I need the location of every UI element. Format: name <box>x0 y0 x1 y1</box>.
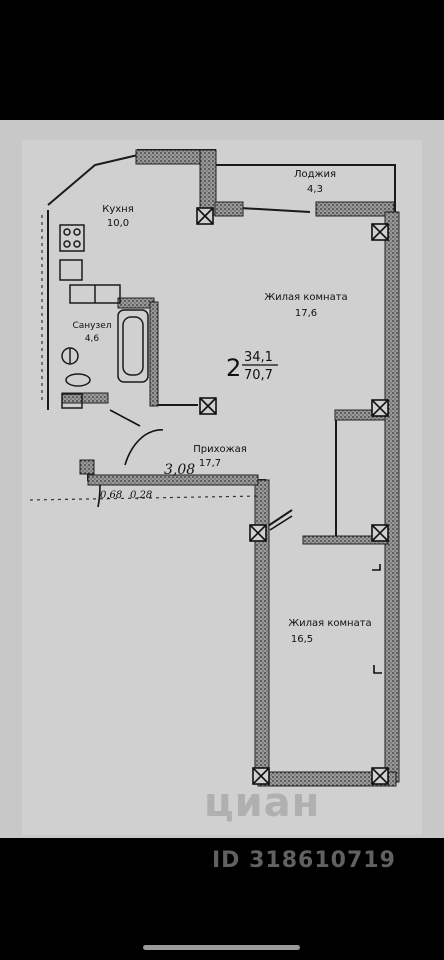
floor-plan-photo: Кухня 10,0 Лоджия 4,3 Жилая комната 17,6… <box>0 120 444 838</box>
kitchen-area: 10,0 <box>107 218 129 229</box>
cian-watermark-logo: циан <box>204 780 321 826</box>
hall-name: Прихожая <box>193 444 247 455</box>
thick-walls <box>61 149 400 787</box>
home-indicator[interactable] <box>143 945 300 950</box>
handwritten-h3: 0,28 <box>130 490 152 501</box>
rooms-count: 2 <box>226 354 241 382</box>
area-summary: 2 34,1 70,7 <box>226 350 278 383</box>
pen-marks <box>97 409 382 674</box>
loggia-name: Лоджия <box>294 169 336 180</box>
living2-area: 16,5 <box>291 634 313 645</box>
top-black-bar <box>0 0 444 120</box>
bottom-black-bar <box>0 838 444 960</box>
kitchen-name: Кухня <box>102 204 134 215</box>
hall-area: 17,7 <box>199 458 221 469</box>
handwritten-h2: 0,68 <box>100 490 122 501</box>
living2-name: Жилая комната <box>288 618 371 629</box>
total-area: 70,7 <box>244 368 273 383</box>
kitchen-fixtures <box>59 224 121 304</box>
loggia-area: 4,3 <box>307 184 323 195</box>
handwritten-h1: 3,08 <box>164 462 195 478</box>
cian-watermark-id: ID 318610719 <box>212 848 396 873</box>
handwritten-notes: 3,08 0,68 0,28 <box>100 462 195 501</box>
columns <box>196 207 389 785</box>
living1-area: 17,6 <box>295 308 317 319</box>
bathroom-name: Санузел <box>72 321 111 331</box>
living-area-total: 34,1 <box>244 350 273 365</box>
dashed-edge <box>29 215 261 501</box>
floor-plan-drawing: Кухня 10,0 Лоджия 4,3 Жилая комната 17,6… <box>22 140 422 835</box>
bathroom-area: 4,6 <box>85 334 100 344</box>
room-labels: Кухня 10,0 Лоджия 4,3 Жилая комната 17,6… <box>72 169 371 645</box>
living1-name: Жилая комната <box>264 292 347 303</box>
paper-sheet <box>22 140 422 835</box>
bathroom-fixtures <box>61 309 149 409</box>
